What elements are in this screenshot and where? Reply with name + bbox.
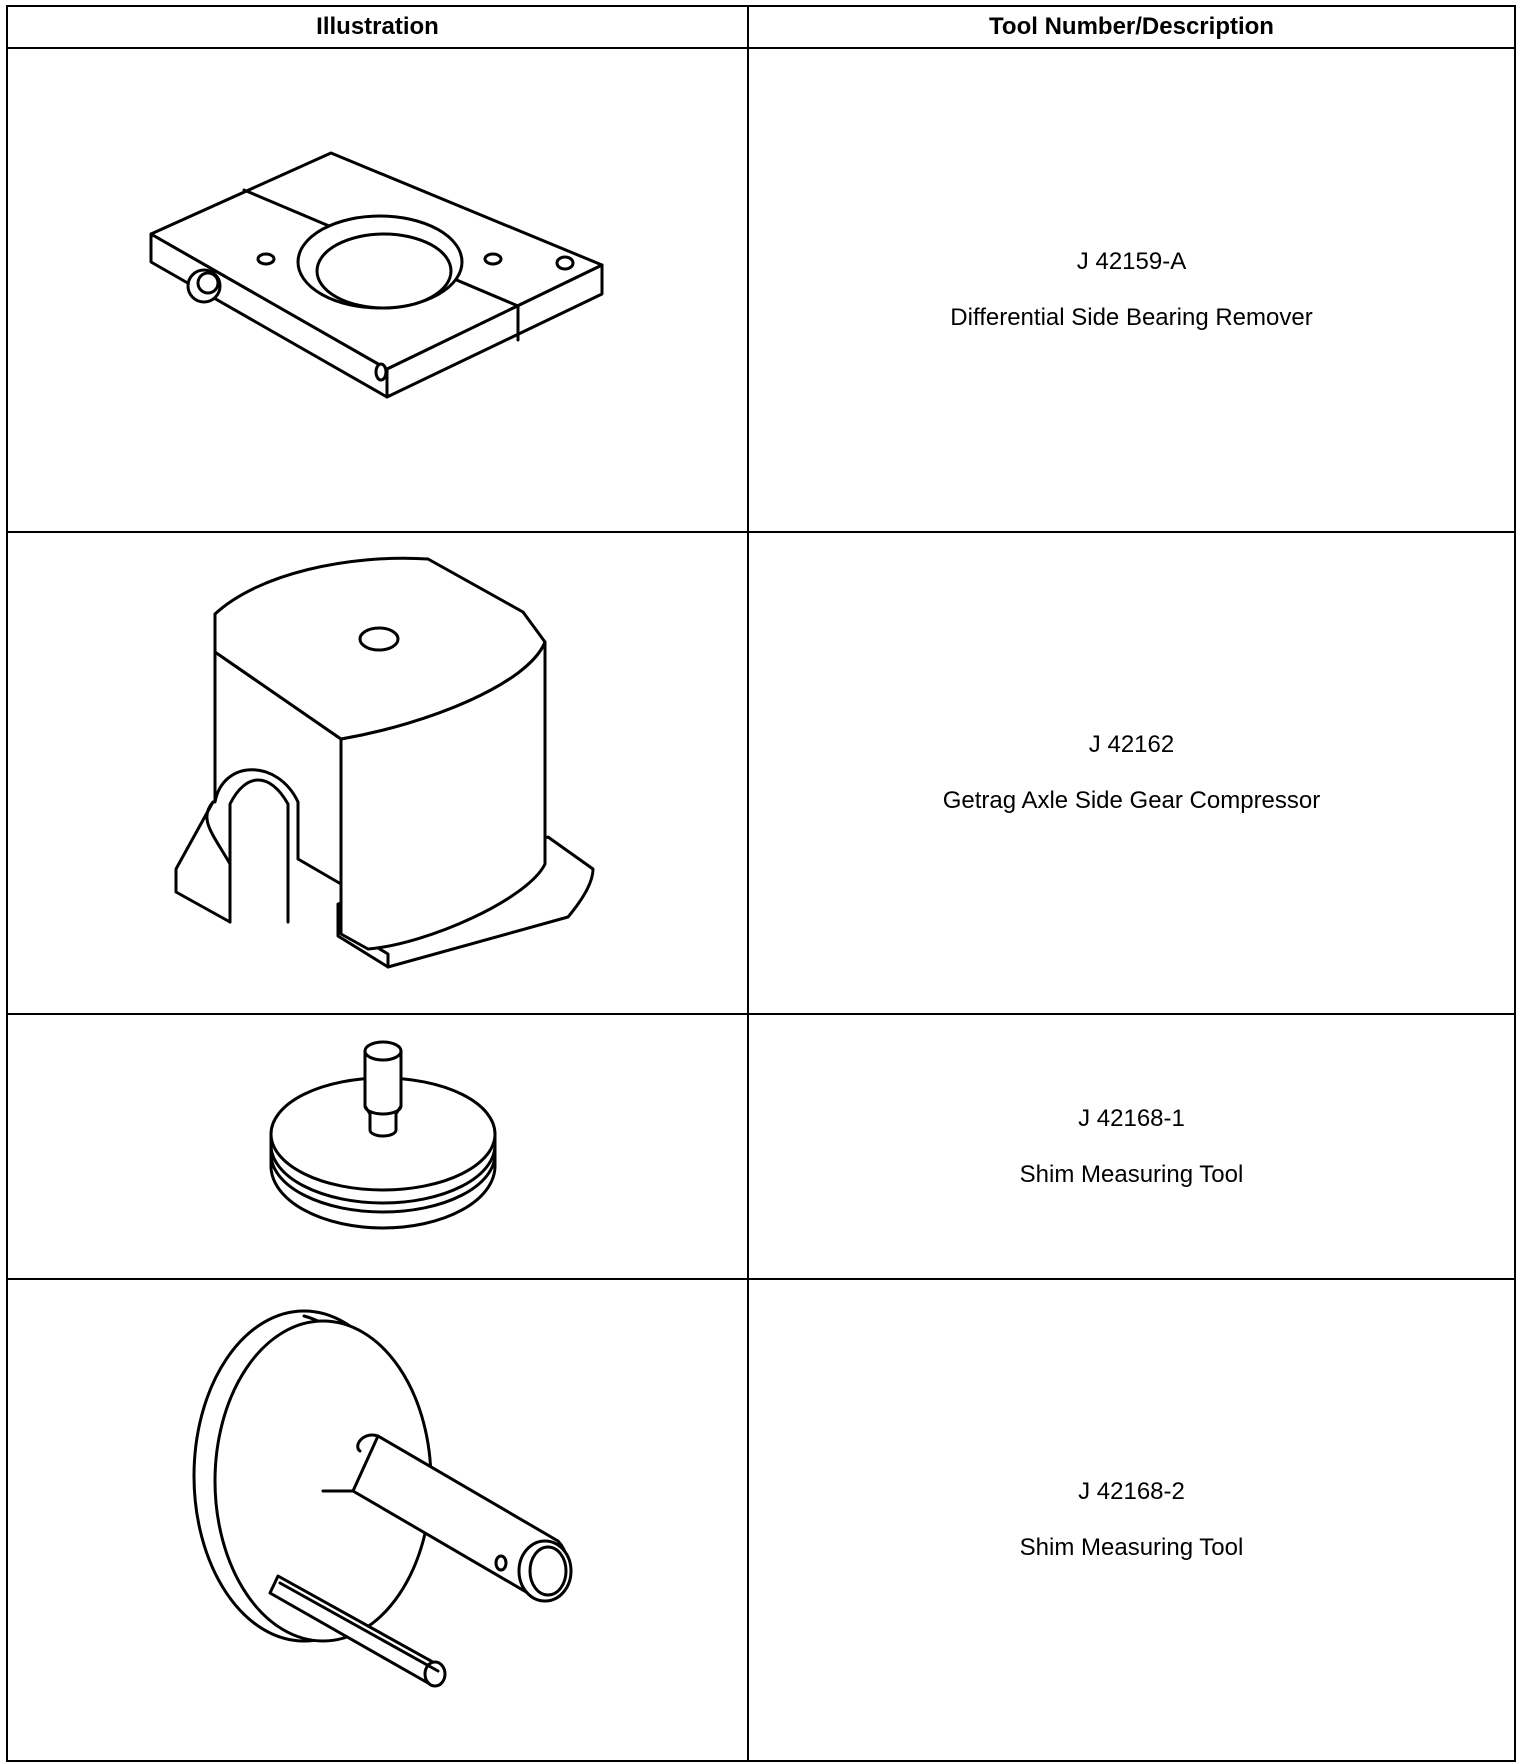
table-row: J 42168-1 Shim Measuring Tool	[6, 1013, 1516, 1280]
tool-description-cell: J 42162 Getrag Axle Side Gear Compressor	[747, 531, 1516, 1015]
tool-number: J 42168-2	[1078, 1478, 1185, 1505]
header-tool-description: Tool Number/Description	[747, 5, 1516, 49]
gear-compressor-illustration	[174, 556, 595, 969]
table-row: J 42159-A Differential Side Bearing Remo…	[6, 47, 1516, 533]
table-row: J 42168-2 Shim Measuring Tool	[6, 1278, 1516, 1762]
tool-description-cell: J 42159-A Differential Side Bearing Remo…	[747, 47, 1516, 533]
table-row: J 42162 Getrag Axle Side Gear Compressor	[6, 531, 1516, 1015]
tool-number: J 42168-1	[1078, 1104, 1185, 1132]
tool-description-cell: J 42168-2 Shim Measuring Tool	[747, 1278, 1516, 1762]
tool-number: J 42162	[1088, 731, 1175, 758]
illustration-cell	[6, 47, 749, 533]
tool-description-cell: J 42168-1 Shim Measuring Tool	[747, 1013, 1516, 1280]
illustration-cell	[6, 1278, 749, 1762]
tool-description: Shim Measuring Tool	[1019, 1160, 1244, 1188]
shim-tool-arbor-illustration	[192, 1309, 573, 1688]
illustration-cell	[6, 531, 749, 1015]
tool-description: Differential Side Bearing Remover	[950, 304, 1313, 331]
header-illustration: Illustration	[6, 5, 749, 49]
illustration-cell	[6, 1013, 749, 1280]
tool-number: J 42159-A	[1076, 248, 1187, 275]
special-tools-table: Illustration Tool Number/Description	[6, 5, 1516, 1762]
tool-description: Shim Measuring Tool	[1019, 1534, 1244, 1561]
shim-tool-disc-illustration	[269, 1040, 497, 1229]
tool-description: Getrag Axle Side Gear Compressor	[942, 787, 1321, 814]
bearing-remover-illustration	[149, 151, 604, 399]
table-header-row: Illustration Tool Number/Description	[6, 5, 1516, 49]
